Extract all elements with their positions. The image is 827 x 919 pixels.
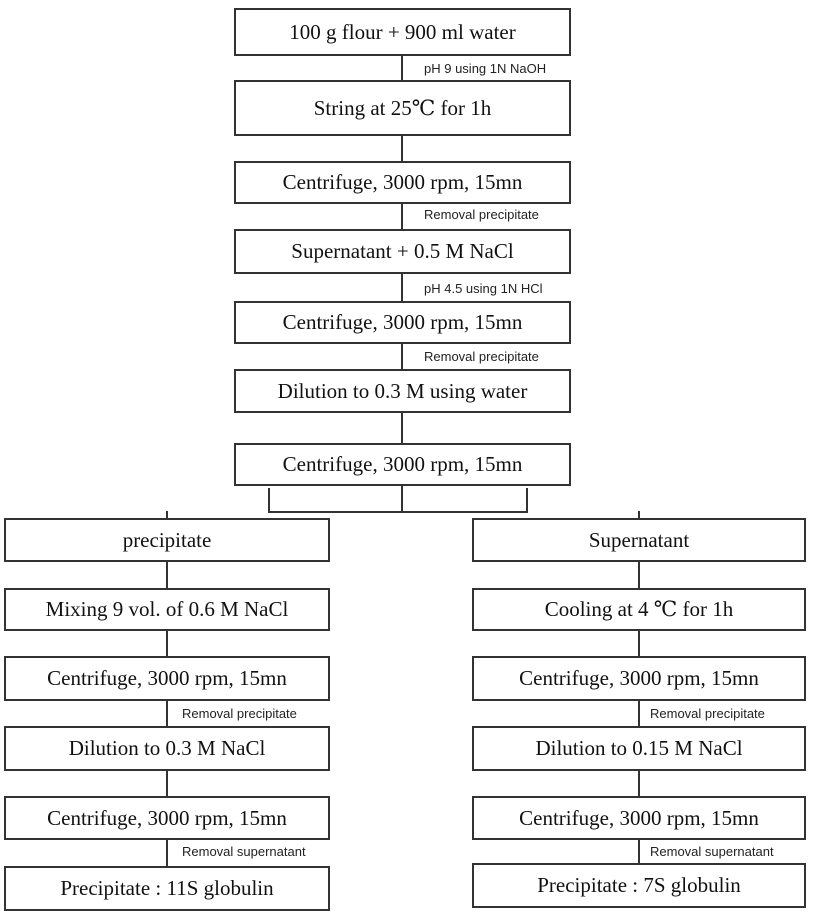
note-ph9: pH 9 using 1N NaOH bbox=[424, 61, 547, 76]
connector bbox=[166, 771, 168, 796]
connector bbox=[401, 486, 403, 512]
note-ph45: pH 4.5 using 1N HCl bbox=[424, 281, 543, 296]
connector bbox=[638, 840, 640, 863]
connector bbox=[401, 136, 403, 161]
note-removal-precipitate: Removal precipitate bbox=[424, 349, 539, 364]
note-removal-supernatant: Removal supernatant bbox=[182, 844, 306, 859]
connector bbox=[401, 204, 403, 229]
right-step-centrifuge-b: Centrifuge, 3000 rpm, 15mn bbox=[472, 796, 806, 840]
connector bbox=[401, 55, 403, 80]
connector bbox=[638, 701, 640, 726]
branch-connector bbox=[638, 511, 640, 518]
connector bbox=[401, 344, 403, 369]
step-stirring: String at 25℃ for 1h bbox=[234, 80, 571, 136]
left-branch-head: precipitate bbox=[4, 518, 330, 562]
connector bbox=[166, 562, 168, 588]
note-removal-precipitate: Removal precipitate bbox=[182, 706, 297, 721]
right-step-dilution: Dilution to 0.15 M NaCl bbox=[472, 726, 806, 771]
connector bbox=[401, 274, 403, 301]
connector bbox=[638, 631, 640, 656]
right-step-cooling: Cooling at 4 ℃ for 1h bbox=[472, 588, 806, 631]
step-centrifuge-3: Centrifuge, 3000 rpm, 15mn bbox=[234, 443, 571, 486]
connector bbox=[401, 413, 403, 443]
step-flour-water: 100 g flour + 900 ml water bbox=[234, 8, 571, 56]
connector bbox=[638, 771, 640, 796]
step-centrifuge-2: Centrifuge, 3000 rpm, 15mn bbox=[234, 301, 571, 344]
left-result: Precipitate : 11S globulin bbox=[4, 866, 330, 911]
connector bbox=[166, 840, 168, 866]
step-supernatant-nacl: Supernatant + 0.5 M NaCl bbox=[234, 229, 571, 274]
left-step-centrifuge-a: Centrifuge, 3000 rpm, 15mn bbox=[4, 656, 330, 701]
right-step-centrifuge-a: Centrifuge, 3000 rpm, 15mn bbox=[472, 656, 806, 701]
branch-connector bbox=[268, 488, 270, 512]
right-result: Precipitate : 7S globulin bbox=[472, 863, 806, 908]
connector bbox=[166, 631, 168, 656]
step-centrifuge-1: Centrifuge, 3000 rpm, 15mn bbox=[234, 161, 571, 204]
connector bbox=[638, 562, 640, 588]
left-step-centrifuge-b: Centrifuge, 3000 rpm, 15mn bbox=[4, 796, 330, 840]
branch-connector bbox=[166, 511, 168, 518]
left-step-dilution: Dilution to 0.3 M NaCl bbox=[4, 726, 330, 771]
branch-connector bbox=[526, 488, 528, 512]
left-step-mixing: Mixing 9 vol. of 0.6 M NaCl bbox=[4, 588, 330, 631]
step-dilution-water: Dilution to 0.3 M using water bbox=[234, 369, 571, 413]
note-removal-precipitate: Removal precipitate bbox=[650, 706, 765, 721]
note-removal-supernatant: Removal supernatant bbox=[650, 844, 774, 859]
right-branch-head: Supernatant bbox=[472, 518, 806, 562]
note-removal-precipitate: Removal precipitate bbox=[424, 207, 539, 222]
connector bbox=[166, 701, 168, 726]
branch-connector bbox=[268, 511, 528, 513]
